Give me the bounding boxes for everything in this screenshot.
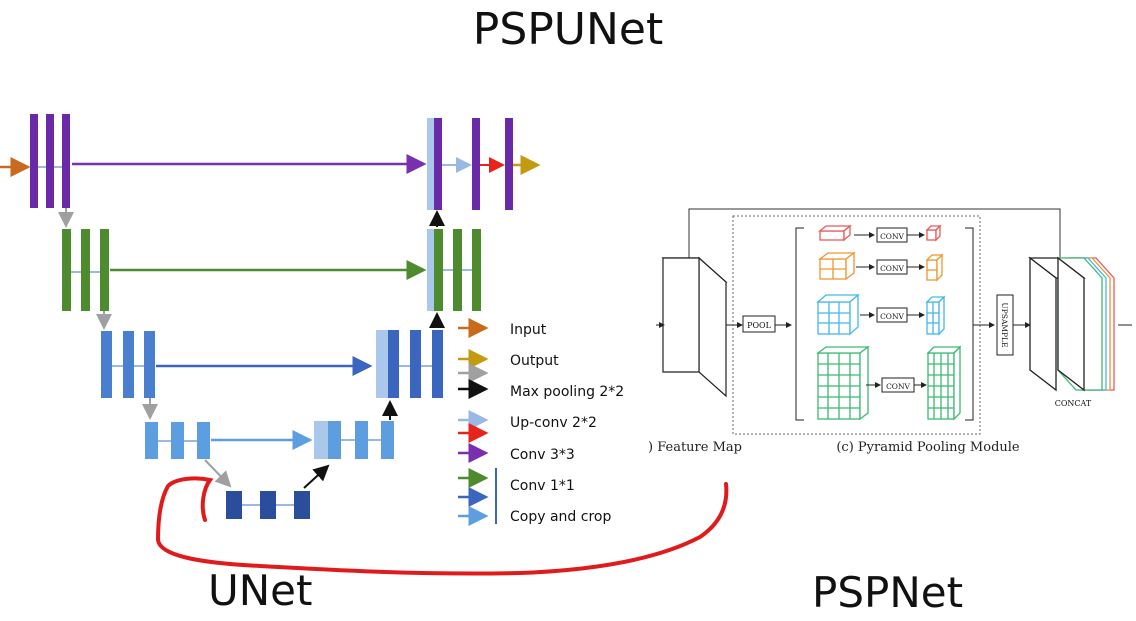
bottleneck-block [260,491,276,519]
feature-block [328,421,341,459]
feature-block [81,229,90,311]
conv-label-4: CONV [886,382,910,391]
copy-block [427,118,434,210]
legend-maxpool-label: Max pooling 2*2 [510,384,624,400]
feature-block [100,229,109,311]
pool-level-2 [818,251,856,281]
feature-block [381,421,394,459]
feature-block [453,229,462,311]
feature-map-label: ) Feature Map [648,440,742,455]
concat-cuboid [1028,256,1115,392]
unet-diagram [0,114,541,519]
feature-block [434,118,442,210]
conv-label-1: CONV [880,232,904,241]
feature-block [432,330,443,398]
legend-copycrop-label: Copy and crop [510,509,611,525]
feature-block [30,114,38,208]
legend-upconv-label: Up-conv 2*2 [510,415,597,431]
legend-output-label: Output [510,353,559,369]
feature-block [123,331,134,398]
feature-block [434,229,443,311]
pool-level-3 [816,293,860,336]
feature-block [171,422,184,459]
pool-level-1 [818,224,852,242]
feature-block [101,331,112,398]
pool-label: POOL [747,321,772,330]
pyramid-module-label: (c) Pyramid Pooling Module [836,440,1020,455]
conv-label-3: CONV [880,312,904,321]
feature-block [505,118,513,210]
pool-box [742,315,776,333]
pspnet-title: PSPNet [812,568,964,617]
feature-block [197,422,210,459]
feature-block [472,118,480,210]
pool-level-4 [816,345,870,421]
bottleneck-block [226,491,242,519]
feature-block [145,422,158,459]
conv-label-2: CONV [880,264,904,273]
concat-label: CONCAT [1055,399,1092,408]
feature-block [62,229,71,311]
feature-block [472,229,481,311]
feature-block [62,114,70,208]
red-annotation-curve [155,476,729,576]
feature-block [46,114,54,208]
feature-block [144,331,155,398]
legend-input-label: Input [510,322,547,338]
pspnet-diagram: POOL CONV CONV [648,208,1132,455]
copy-block [314,421,328,459]
legend: Input Output Max pooling 2*2 Up-conv 2*2… [458,318,624,526]
copy-block [427,229,434,311]
unet-title: UNet [208,566,313,615]
legend-conv11-label: Conv 1*1 [510,478,575,494]
copy-block [376,330,388,398]
legend-conv33-label: Conv 3*3 [510,447,575,463]
feature-block [388,330,399,398]
page-title: PSPUNet [472,4,664,55]
feature-block [355,421,368,459]
feature-map-cuboid [661,256,728,398]
feature-block [410,330,421,398]
upsample-label: UPSAMPLE [1000,302,1009,347]
bottleneck-block [294,491,310,519]
